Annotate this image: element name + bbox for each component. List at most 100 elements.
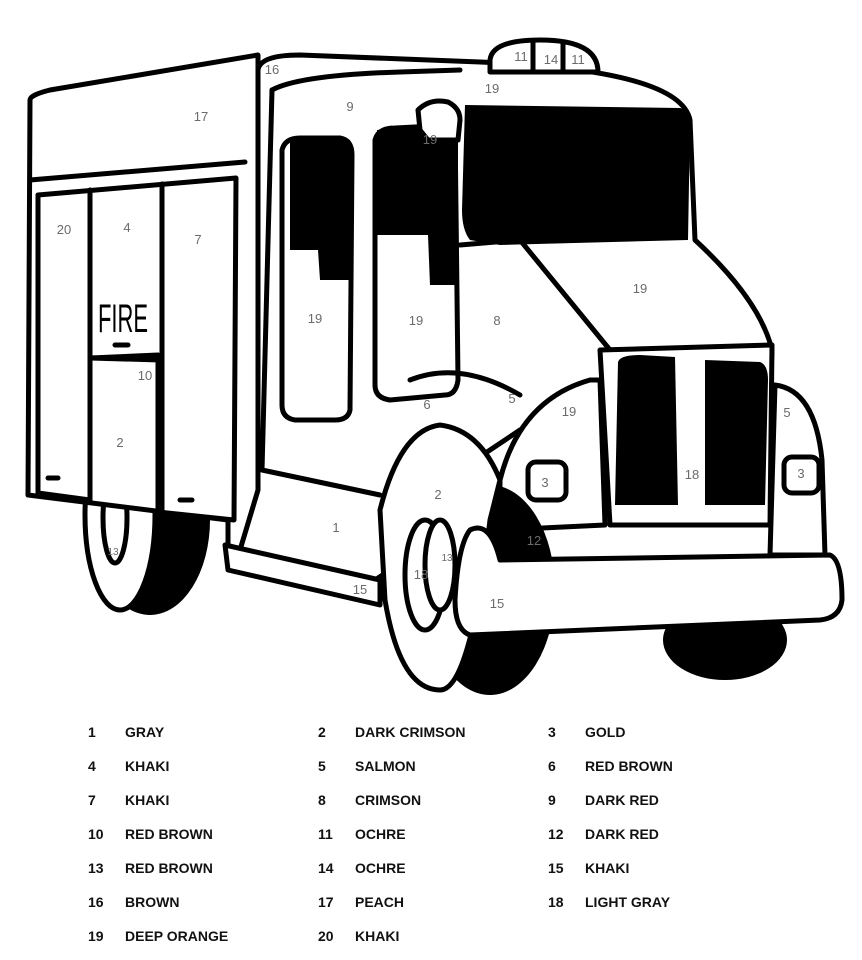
- legend-color-name: KHAKI: [355, 927, 400, 944]
- region-label: 3: [797, 466, 804, 481]
- region-label: 11: [514, 49, 528, 64]
- legend-item: 11 OCHRE: [318, 824, 548, 843]
- region-label: 14: [544, 52, 558, 67]
- region-label: 10: [138, 368, 152, 383]
- truck-cab: [237, 37, 775, 583]
- grille-and-hood: [497, 342, 828, 558]
- region-label: 18: [414, 567, 428, 582]
- legend-color-name: DARK RED: [585, 825, 659, 842]
- legend-color-name: GOLD: [585, 723, 626, 740]
- legend-item: 14 OCHRE: [318, 858, 548, 877]
- legend-number: 5: [318, 757, 326, 774]
- region-label: 16: [265, 62, 279, 77]
- legend-number: 9: [548, 791, 556, 808]
- region-label: 9: [346, 99, 353, 114]
- legend-item: 8 CRIMSON: [318, 790, 548, 809]
- region-label: 5: [508, 391, 515, 406]
- legend-item: 7 KHAKI: [88, 790, 318, 809]
- legend-color-name: OCHRE: [355, 859, 406, 876]
- front-bumper: [452, 525, 845, 638]
- legend-color-name: KHAKI: [585, 859, 630, 876]
- legend-number: 11: [318, 825, 333, 842]
- legend-number: 7: [88, 791, 96, 808]
- legend-color-name: DEEP ORANGE: [125, 927, 229, 944]
- legend-item: 15 KHAKI: [548, 858, 728, 877]
- legend-item: 18 LIGHT GRAY: [548, 892, 728, 911]
- legend-color-name: LIGHT GRAY: [585, 893, 671, 910]
- legend-number: 20: [318, 927, 334, 944]
- legend-number: 10: [88, 825, 104, 842]
- region-label: 15: [490, 596, 504, 611]
- region-label: 11: [571, 52, 585, 67]
- legend-number: 1: [88, 723, 96, 740]
- region-label: 1: [332, 520, 339, 535]
- legend-number: 6: [548, 757, 556, 774]
- region-label: 19: [423, 132, 437, 147]
- legend-item: 6 RED BROWN: [548, 756, 728, 775]
- region-label: 2: [116, 435, 123, 450]
- region-label: 6: [423, 397, 430, 412]
- region-number-labels: 16 17 9 11 14 11 19 19 20 4 7 19 19 8 19…: [57, 49, 805, 611]
- legend-number: 15: [548, 859, 564, 876]
- region-label: 13: [441, 553, 453, 564]
- legend-number: 2: [318, 723, 326, 740]
- region-label: 15: [353, 582, 367, 597]
- region-label: 19: [308, 311, 322, 326]
- legend-number: 17: [318, 893, 334, 910]
- legend-color-name: SALMON: [355, 757, 416, 774]
- legend-number: 8: [318, 791, 326, 808]
- legend-item: 16 BROWN: [88, 892, 318, 911]
- legend-item: 5 SALMON: [318, 756, 548, 775]
- side-step: [222, 542, 383, 608]
- legend-number: 13: [88, 859, 104, 876]
- legend-item: 10 RED BROWN: [88, 824, 318, 843]
- fire-truck-coloring-artwork: FIRE 16 17 9: [25, 37, 845, 695]
- legend-item: 20 KHAKI: [318, 926, 548, 945]
- region-label: 3: [541, 475, 548, 490]
- legend-color-name: RED BROWN: [125, 825, 213, 842]
- legend-number: 16: [88, 893, 104, 910]
- legend-item: 3 GOLD: [548, 722, 728, 741]
- legend-number: 3: [548, 723, 556, 740]
- region-label: 18: [685, 467, 699, 482]
- legend-item: 4 KHAKI: [88, 756, 318, 775]
- legend-color-name: BROWN: [125, 893, 180, 910]
- legend-number: 19: [88, 927, 104, 944]
- region-label: 19: [633, 281, 647, 296]
- region-label: 19: [409, 313, 423, 328]
- legend-item: 2 DARK CRIMSON: [318, 722, 548, 741]
- region-label: 7: [194, 232, 201, 247]
- legend-color-name: RED BROWN: [585, 757, 673, 774]
- region-label: 8: [493, 313, 500, 328]
- region-label: 19: [485, 81, 499, 96]
- region-label: 4: [123, 220, 130, 235]
- region-label: 20: [57, 222, 71, 237]
- legend-item: 19 DEEP ORANGE: [88, 926, 318, 945]
- legend-color-name: DARK RED: [585, 791, 659, 808]
- legend-color-name: RED BROWN: [125, 859, 213, 876]
- region-label: 2: [434, 487, 441, 502]
- legend-item: 13 RED BROWN: [88, 858, 318, 877]
- legend-number: 14: [318, 859, 334, 876]
- region-label: 13: [107, 547, 119, 558]
- legend-color-name: CRIMSON: [355, 791, 422, 808]
- region-label: 19: [562, 404, 576, 419]
- region-label: 17: [194, 109, 208, 124]
- legend-number: 18: [548, 893, 564, 910]
- legend-color-name: DARK CRIMSON: [355, 723, 466, 740]
- region-label: 12: [527, 533, 541, 548]
- legend-color-name: GRAY: [125, 723, 165, 740]
- truck-box-body: FIRE: [25, 52, 261, 563]
- legend-item: 9 DARK RED: [548, 790, 728, 809]
- legend-color-name: OCHRE: [355, 825, 406, 842]
- legend-color-name: KHAKI: [125, 791, 170, 808]
- fire-sign-text: FIRE: [98, 297, 148, 341]
- front-wheels: [377, 422, 787, 695]
- legend-number: 4: [88, 757, 96, 774]
- legend-item: 1 GRAY: [88, 722, 318, 741]
- region-label: 5: [783, 405, 790, 420]
- legend-color-name: KHAKI: [125, 757, 170, 774]
